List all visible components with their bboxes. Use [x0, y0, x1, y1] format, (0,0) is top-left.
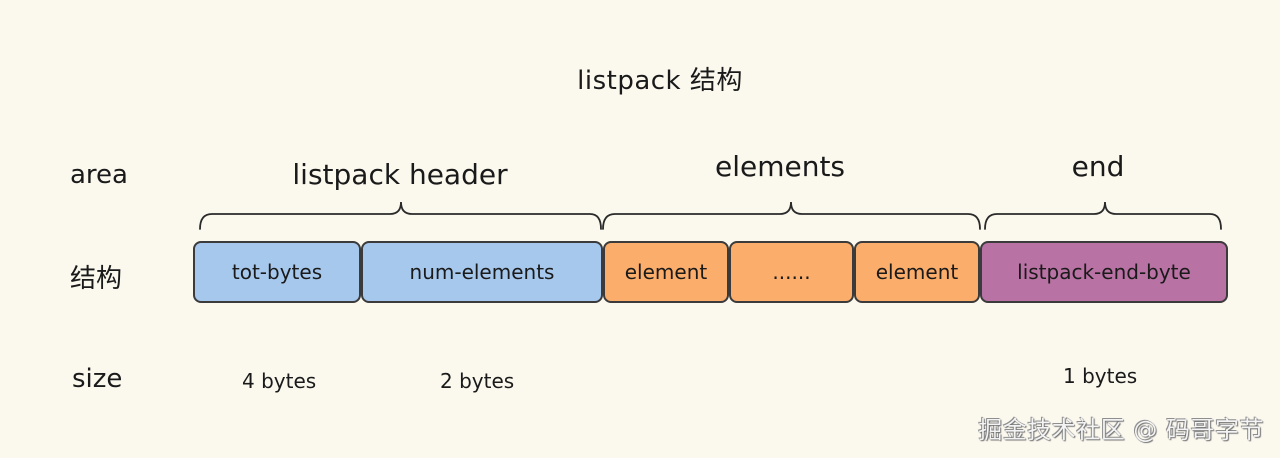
diagram-title: listpack 结构	[577, 66, 743, 96]
field-tot-bytes: tot-bytes	[193, 241, 361, 303]
size-tot-bytes: 4 bytes	[242, 369, 317, 393]
field-label: num-elements	[409, 260, 555, 284]
size-num-elements: 2 bytes	[440, 369, 515, 393]
watermark: 掘金技术社区 @ 码哥字节	[978, 416, 1264, 444]
field-label: listpack-end-byte	[1017, 260, 1191, 284]
brace-end	[984, 201, 1222, 230]
row-label-structure: 结构	[70, 264, 123, 294]
field-label: element	[875, 260, 959, 284]
area-label-listpack-header: listpack header	[292, 158, 508, 191]
brace-elements	[602, 201, 981, 230]
field-num-elements: num-elements	[361, 241, 603, 303]
field-element-ellipsis: ......	[729, 241, 854, 303]
area-label-end: end	[1071, 150, 1125, 183]
field-label: element	[624, 260, 708, 284]
field-element-last: element	[854, 241, 980, 303]
field-label: tot-bytes	[231, 260, 323, 284]
field-element-first: element	[603, 241, 729, 303]
area-label-elements: elements	[714, 150, 846, 183]
size-listpack-end-byte: 1 bytes	[1063, 364, 1138, 388]
row-label-size: size	[72, 364, 123, 394]
field-listpack-end-byte: listpack-end-byte	[980, 241, 1228, 303]
field-label: ......	[772, 260, 811, 284]
brace-listpack-header	[199, 201, 602, 230]
row-label-area: area	[70, 160, 128, 190]
